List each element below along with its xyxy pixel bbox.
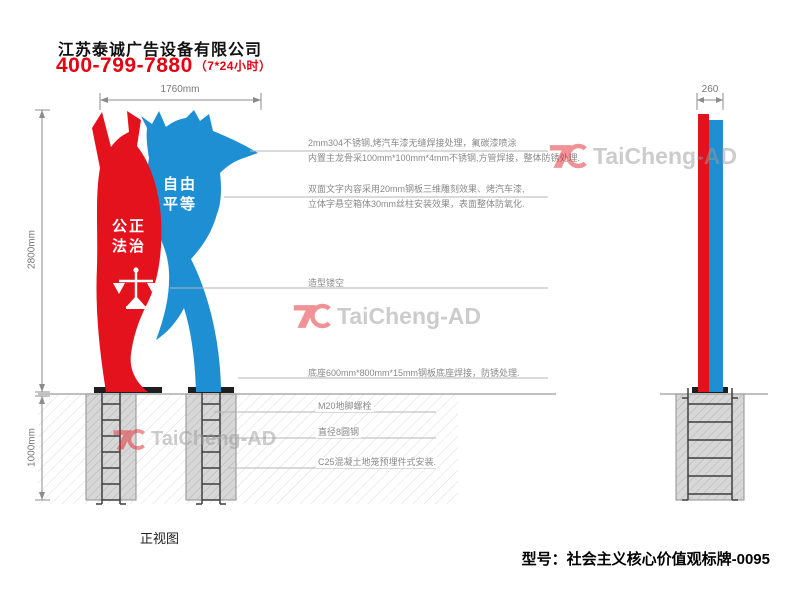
annotation-anchor-bolt: M20地脚螺栓 (316, 401, 374, 412)
taicheng-logo-icon (293, 303, 331, 329)
phone-hours: （7*24小时） (194, 59, 272, 73)
watermark-text: TaiCheng-AD (337, 302, 481, 329)
taicheng-logo-icon (113, 429, 146, 450)
dimension-height-label: 2800mm (26, 230, 38, 269)
sculpture-text-freedom-equality: 自由 平等 (163, 176, 198, 213)
dimension-lines (35, 93, 724, 501)
leader-lines (170, 150, 548, 469)
annotation-hollow-shape: 造型镂空 (308, 278, 345, 288)
annotation-base-plate: 底座600mm*800mm*15mm钢板底座焊接，防锈处理. (308, 368, 520, 378)
phone-number: 400-799-7880（7*24小时） (56, 54, 271, 78)
dimension-width-label: 1760mm (160, 84, 200, 95)
scale-of-justice-icon (113, 267, 159, 309)
sculpture-red-ribbon (92, 111, 162, 392)
sculpture-blue-ribbon (141, 110, 258, 392)
base-plates (94, 387, 728, 393)
watermark-text: TaiCheng-AD (593, 142, 737, 169)
side-view-column (698, 114, 723, 392)
annotation-steel-spec-line1: 2mm304不锈钢,烤汽车漆无缝焊接处理，氟碳漆喷涂 (308, 138, 517, 148)
front-view-label: 正视图 (140, 531, 180, 546)
sculpture-text-justice-ruleoflaw: 公正 法治 (112, 218, 147, 255)
rebar-cages (96, 388, 738, 505)
watermark-center: TaiCheng-AD (292, 300, 481, 332)
watermark-top-right: TaiCheng-AD (548, 140, 737, 172)
annotation-lettering-spec-line2: 立体字悬空箱体30mm丝柱安装效果，表面整体防氧化. (308, 199, 525, 209)
watermark-text: TaiCheng-AD (151, 428, 277, 450)
model-number-label: 型号：社会主义核心价值观标牌-0095 (521, 551, 770, 568)
annotation-lettering-spec-line1: 双面文字内容采用20mm钢板三维雕刻效果、烤汽车漆, (308, 184, 525, 194)
dimension-side-width-label: 260 (701, 84, 719, 95)
annotation-round-steel: 直径8圆钢 (316, 427, 362, 438)
phone-digits: 400-799-7880 (56, 54, 193, 77)
taicheng-logo-icon (549, 143, 587, 169)
annotation-concrete-cage: C25混凝土地笼预埋件式安装. (316, 457, 439, 468)
company-name: 江苏泰诚广告设备有限公司 (58, 42, 263, 59)
watermark-bottom-left: TaiCheng-AD (112, 426, 276, 453)
annotation-steel-spec-line2: 内置主龙骨采100mm*100mm*4mm不锈钢,方管焊接，整体防锈处理. (308, 153, 581, 163)
dimension-foundation-label: 1000mm (26, 428, 38, 467)
